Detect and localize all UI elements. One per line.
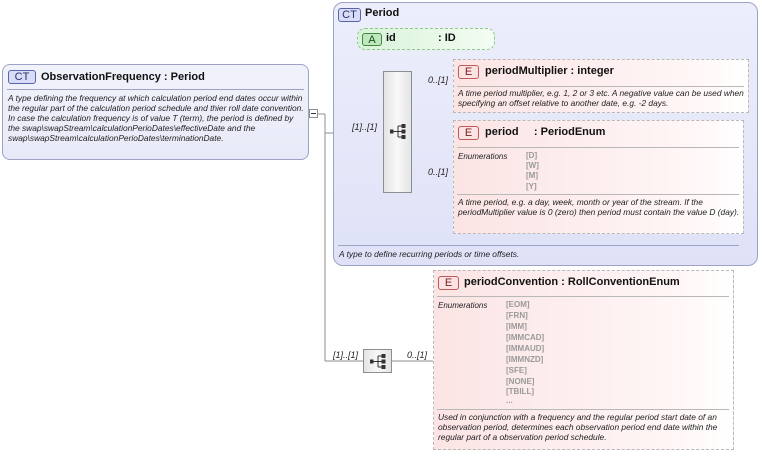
element-divider [457,86,744,87]
enum-value: [EOM] [506,300,530,309]
title-divider [7,89,304,90]
outer-sequence-compositor[interactable] [363,349,392,373]
period-element-title: period : PeriodEnum [485,126,606,138]
period-multiplier-cardinality: 0..[1] [428,75,449,85]
outer-sequence-cardinality: [1]..[1] [333,350,359,360]
period-multiplier-element[interactable]: E periodMultiplier : integer A time peri… [453,59,749,113]
enum-value: [IMM] [506,322,527,331]
period-element-cardinality: 0..[1] [428,167,449,177]
inner-sequence-compositor[interactable] [383,71,412,193]
enum-value: [FRN] [506,311,528,320]
period-convention-description: Used in conjunction with a frequency and… [438,412,718,442]
attribute-badge: A [362,33,382,46]
enum-value: ... [506,396,513,405]
element-badge: E [458,126,479,140]
attribute-name: id [386,32,396,44]
period-element-description: A time period, e.g. a day, week, month o… [458,197,740,217]
type-separator: : [163,71,168,83]
enum-value: [IMMCAD] [506,333,545,342]
observation-frequency-name: ObservationFrequency [41,71,161,83]
complex-type-badge: CT [8,70,36,84]
period-multiplier-title: periodMultiplier : integer [485,65,614,77]
minus-icon [311,113,316,114]
enum-value: [Y] [526,182,537,191]
observation-frequency-box[interactable]: CT ObservationFrequency : Period A type … [2,64,309,160]
element-divider [437,296,729,297]
period-multiplier-description: A time period multiplier, e.g. 1, 2 or 3… [458,88,744,108]
element-badge: E [438,276,459,290]
enum-value: [IMMNZD] [506,355,544,364]
observation-frequency-description: A type defining the frequency at which c… [8,93,304,143]
footer-divider [338,245,739,246]
enum-value: [IMMAUD] [506,344,545,353]
enum-value: [SFE] [506,366,527,375]
attribute-type: : ID [438,32,456,44]
element-divider [437,409,729,410]
element-badge: E [458,65,479,79]
period-convention-title: periodConvention : RollConventionEnum [464,276,680,288]
period-convention-element[interactable]: E periodConvention : RollConventionEnum … [433,270,734,450]
period-element[interactable]: E period : PeriodEnum Enumerations [D] [… [453,120,744,234]
period-type-description: A type to define recurring periods or ti… [339,249,520,259]
observation-frequency-type: Period [170,71,205,83]
inner-sequence-cardinality: [1]..[1] [352,122,378,132]
element-divider [457,194,739,195]
enumerations-label: Enumerations [438,301,488,310]
id-attribute[interactable]: A id : ID [357,28,495,50]
enum-value: [NONE] [506,377,535,386]
collapse-toggle[interactable] [309,109,318,118]
enum-value: [W] [526,161,539,170]
complex-type-badge: CT [338,8,361,22]
enum-value: [M] [526,171,538,180]
enum-value: [D] [526,151,538,160]
period-convention-cardinality: 0..[1] [407,350,428,360]
enumerations-label: Enumerations [458,152,508,161]
observation-frequency-title: ObservationFrequency : Period [41,71,205,83]
enum-value: [TBILL] [506,387,534,396]
sequence-icon [370,354,386,369]
element-divider [457,147,739,148]
sequence-icon [390,124,406,139]
period-type-title: Period [365,7,400,19]
